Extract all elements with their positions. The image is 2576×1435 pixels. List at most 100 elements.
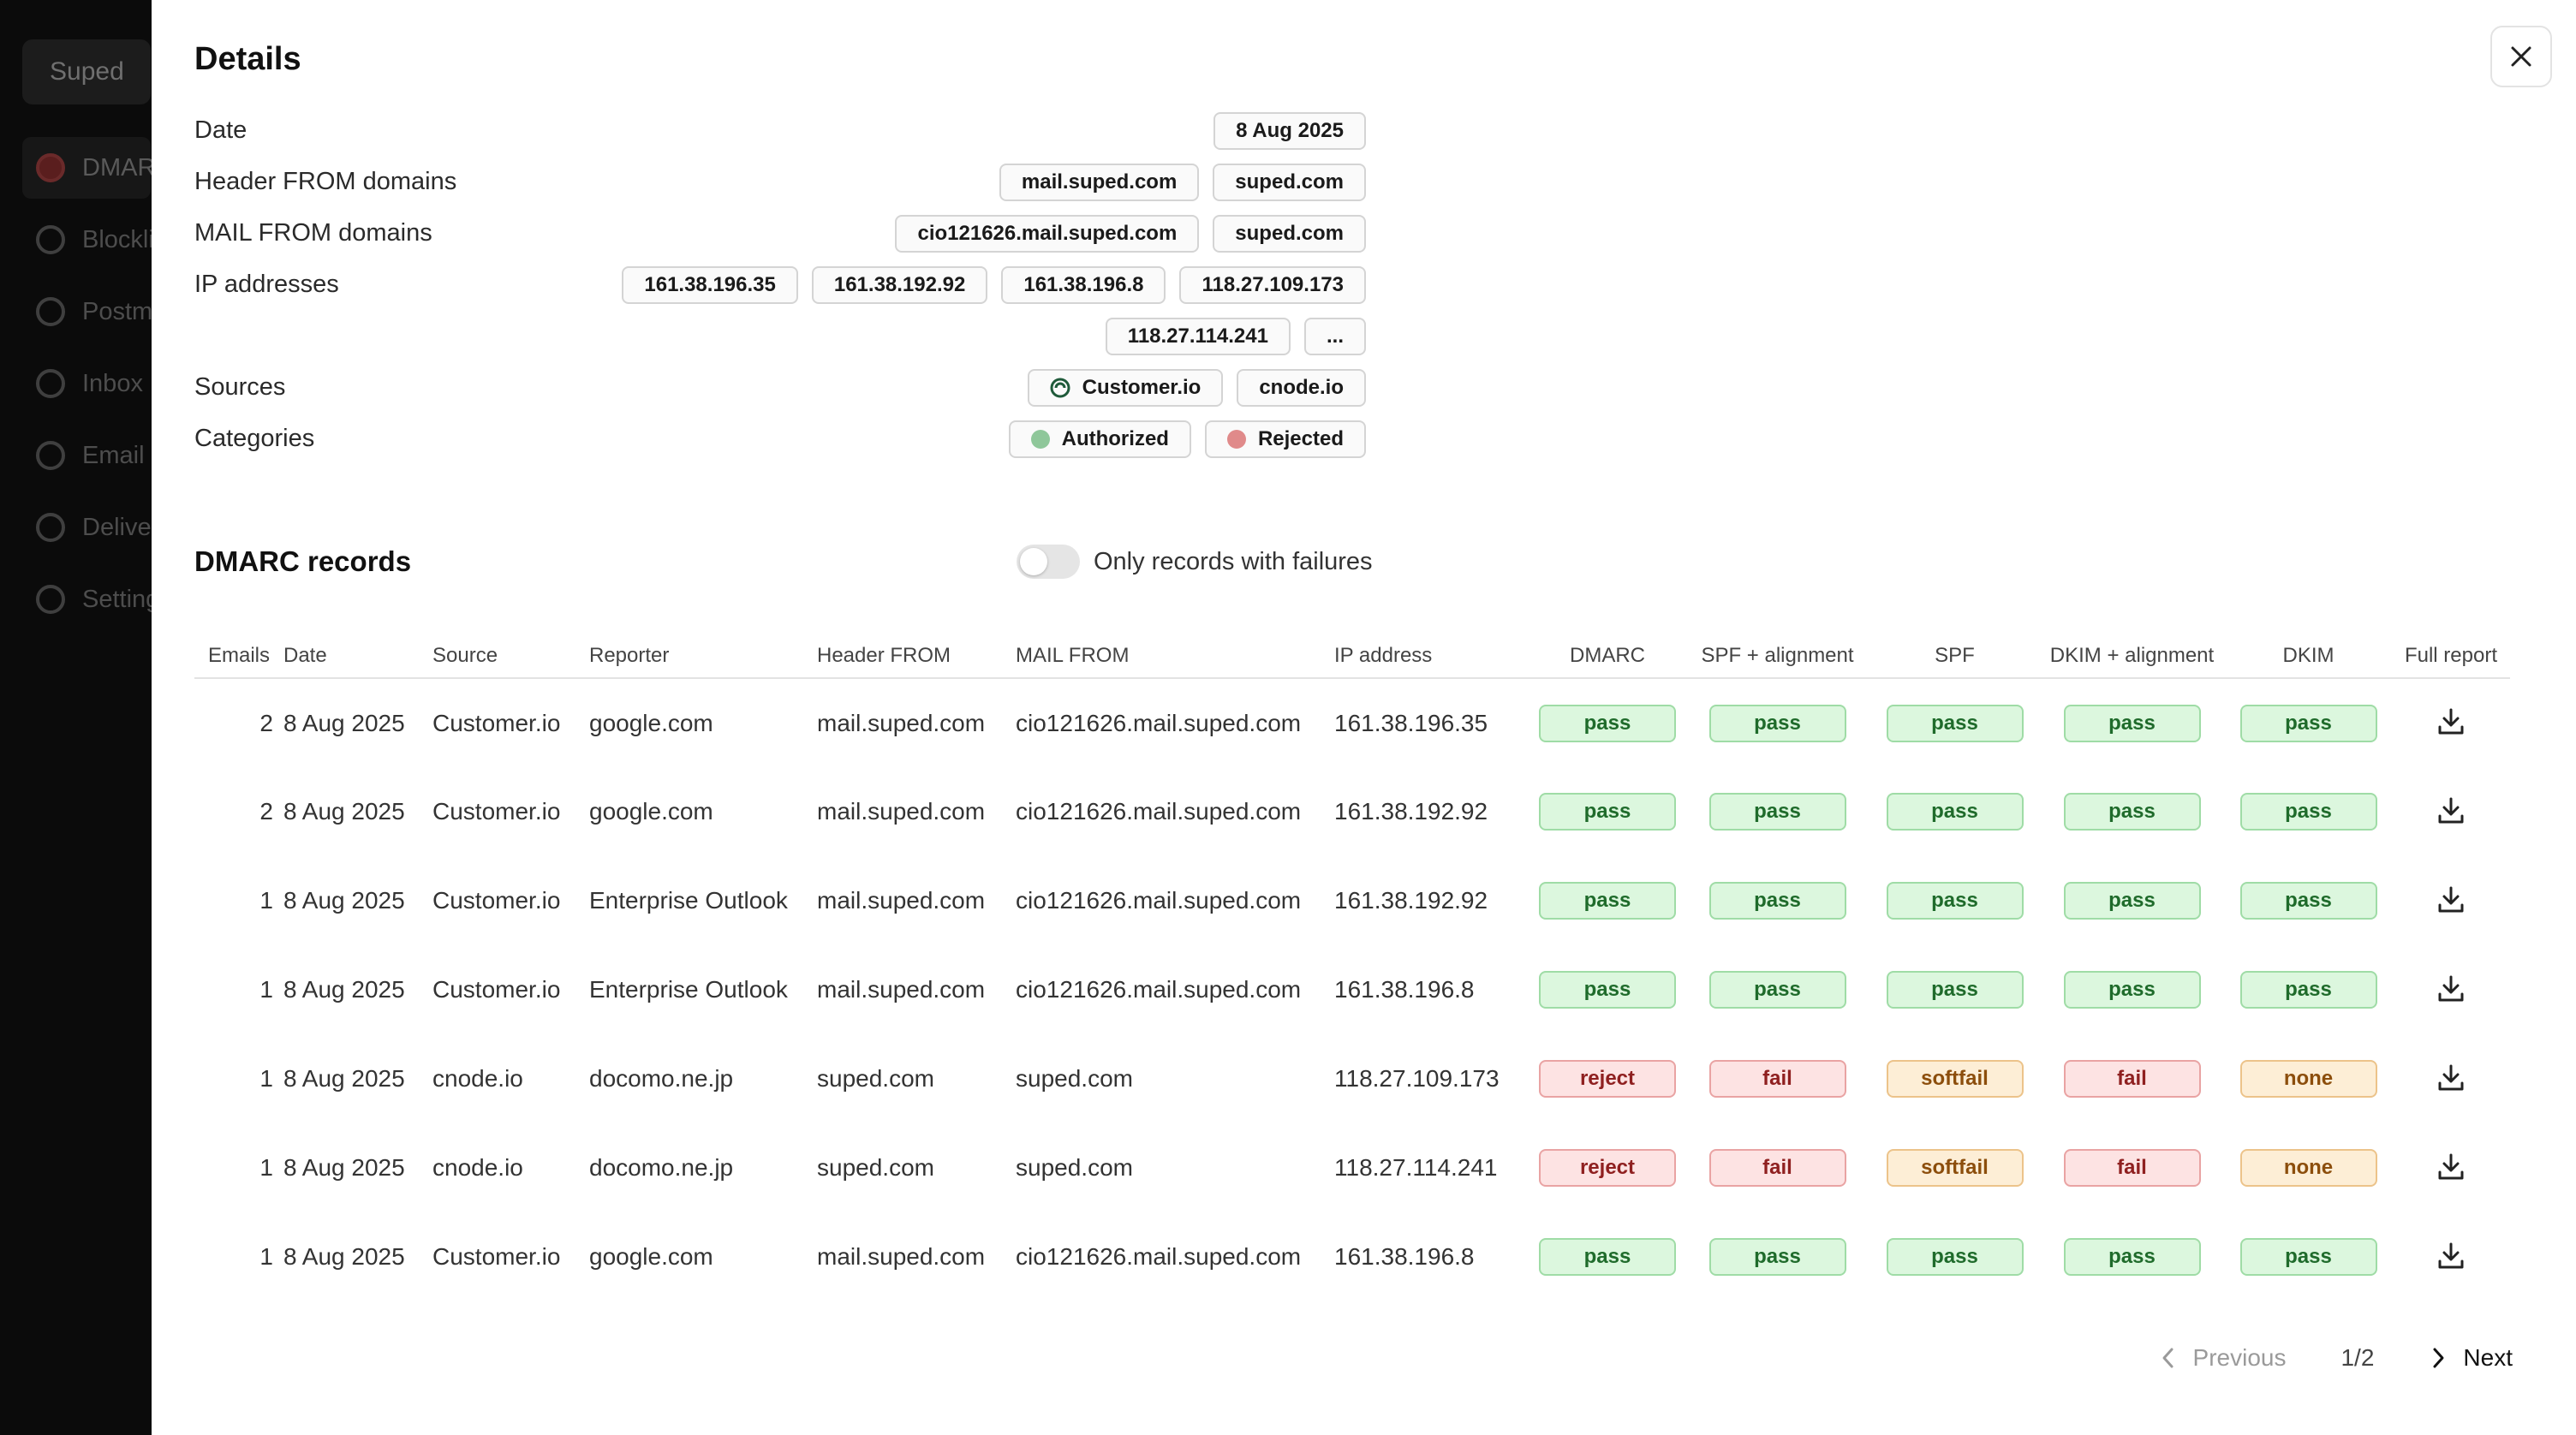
sidebar-item-settings[interactable]: Settings [22, 569, 172, 630]
previous-label: Previous [2192, 1344, 2287, 1371]
dmarc-records-table: Emails Date Source Reporter Header FROM … [194, 634, 2510, 1301]
dmarc-badge: pass [1539, 971, 1676, 1009]
previous-button[interactable]: Previous [2159, 1344, 2287, 1372]
download-report-button[interactable] [2432, 792, 2470, 830]
download-report-button[interactable] [2432, 970, 2470, 1008]
mail-from-cell: cio121626.mail.suped.com [1016, 976, 1302, 1003]
dkim-alignment-badge: fail [2063, 1060, 2201, 1098]
sidebar-item-dmarc[interactable]: DMARC [22, 137, 173, 199]
col-emails[interactable]: Emails [194, 634, 283, 679]
failures-toggle[interactable] [1017, 545, 1080, 579]
download-report-button[interactable] [2432, 1148, 2470, 1186]
col-full-report: Full report [2392, 634, 2510, 679]
customer-io-icon [1050, 378, 1070, 398]
date-cell: 8 Aug 2025 [283, 709, 405, 736]
gear-icon [36, 585, 65, 614]
sources-label: Sources [194, 373, 286, 401]
sidebar-item-email[interactable]: Email [22, 425, 151, 486]
date-cell: 8 Aug 2025 [283, 976, 405, 1003]
download-icon [2438, 886, 2464, 912]
dkim-alignment-badge: pass [2063, 1238, 2201, 1276]
ip-cell: 118.27.109.173 [1334, 1065, 1500, 1092]
spf-badge: pass [1886, 971, 2024, 1009]
reporter-cell: Enterprise Outlook [589, 976, 788, 1003]
header-from-chips: mail.suped.com suped.com [999, 164, 1366, 201]
header-from-cell: mail.suped.com [817, 709, 986, 736]
rejected-dot-icon [1226, 430, 1246, 449]
dmarc-badge: pass [1539, 882, 1676, 920]
col-dmarc[interactable]: DMARC [1530, 634, 1685, 679]
download-icon [2438, 975, 2464, 1001]
col-spf[interactable]: SPF [1870, 634, 2039, 679]
ip-cell: 161.38.192.92 [1334, 798, 1488, 825]
next-button[interactable]: Next [2429, 1344, 2513, 1372]
header-from-cell: suped.com [817, 1065, 934, 1092]
download-report-button[interactable] [2432, 881, 2470, 919]
source-cell: Customer.io [432, 976, 561, 1003]
ip-chip: 118.27.109.173 [1179, 266, 1366, 304]
spf-badge: pass [1886, 793, 2024, 831]
dkim-alignment-badge: pass [2063, 971, 2201, 1009]
dkim-badge: none [2239, 1149, 2377, 1187]
spf-alignment-badge: fail [1708, 1060, 1846, 1098]
col-dkim-alignment[interactable]: DKIM + alignment [2039, 634, 2225, 679]
source-chips: Customer.io cnode.io [1027, 369, 1366, 407]
header-from-cell: mail.suped.com [817, 976, 986, 1003]
dkim-badge: pass [2239, 882, 2377, 920]
categories-label: Categories [194, 425, 315, 452]
ip-chips-row-2: 118.27.114.241 ... [1105, 318, 1366, 355]
reporter-cell: google.com [589, 709, 713, 736]
source-chip-label: Customer.io [1082, 376, 1202, 399]
sidebar-item-label: Email [82, 441, 145, 469]
header-from-label: Header FROM domains [194, 168, 457, 195]
dkim-alignment-badge: fail [2063, 1149, 2201, 1187]
spf-alignment-badge: pass [1708, 793, 1846, 831]
source-cell: Customer.io [432, 709, 561, 736]
col-reporter[interactable]: Reporter [589, 634, 817, 679]
dkim-badge: none [2239, 1060, 2377, 1098]
dmarc-records-title: DMARC records [194, 545, 412, 577]
reporter-cell: google.com [589, 1243, 713, 1270]
failures-toggle-label: Only records with failures [1094, 547, 1373, 575]
col-dkim[interactable]: DKIM [2225, 634, 2392, 679]
ip-cell: 118.27.114.241 [1334, 1154, 1498, 1181]
category-chip-rejected: Rejected [1204, 420, 1366, 458]
col-header-from[interactable]: Header FROM [817, 634, 1016, 679]
next-label: Next [2463, 1344, 2513, 1371]
dkim-alignment-badge: pass [2063, 704, 2201, 742]
col-date[interactable]: Date [283, 634, 432, 679]
mail-from-label: MAIL FROM domains [194, 219, 432, 247]
mail-check-icon [36, 513, 65, 542]
more-ips-button[interactable]: ... [1303, 318, 1366, 355]
col-source[interactable]: Source [432, 634, 589, 679]
sidebar-item-postmaster[interactable]: Postmaster [22, 281, 208, 342]
date-cell: 8 Aug 2025 [283, 887, 405, 914]
source-cell: Customer.io [432, 1243, 561, 1270]
spf-alignment-badge: pass [1708, 1238, 1846, 1276]
source-cell: Customer.io [432, 798, 561, 825]
spf-badge: pass [1886, 1238, 2024, 1276]
sidebar-item-deliverability[interactable]: Deliverability [22, 497, 223, 558]
table-row: 1 8 Aug 2025 cnode.io docomo.ne.jp suped… [194, 1123, 2510, 1212]
download-report-button[interactable] [2432, 1059, 2470, 1097]
download-report-button[interactable] [2432, 1237, 2470, 1275]
ip-chip: 161.38.196.35 [622, 266, 798, 304]
source-chip: cnode.io [1237, 369, 1366, 407]
dkim-alignment-badge: pass [2063, 793, 2201, 831]
spf-badge: softfail [1886, 1060, 2024, 1098]
close-button[interactable] [2490, 26, 2552, 87]
col-mail-from[interactable]: MAIL FROM [1016, 634, 1334, 679]
sidebar-item-inbox[interactable]: Inbox [22, 353, 151, 414]
download-icon [2438, 1153, 2464, 1179]
blocklist-icon [36, 225, 65, 254]
col-spf-alignment[interactable]: SPF + alignment [1685, 634, 1870, 679]
sidebar-item-blocklists[interactable]: Blocklists [22, 209, 186, 271]
col-ip-address[interactable]: IP address [1334, 634, 1530, 679]
mail-from-cell: cio121626.mail.suped.com [1016, 1243, 1302, 1270]
table-row: 1 8 Aug 2025 Customer.io Enterprise Outl… [194, 945, 2510, 1034]
mail-from-cell: suped.com [1016, 1065, 1133, 1092]
download-report-button[interactable] [2432, 703, 2470, 741]
mail-from-cell: cio121626.mail.suped.com [1016, 887, 1302, 914]
page-indicator: 1/2 [2340, 1344, 2375, 1371]
brand-logo: Suped [22, 39, 151, 104]
